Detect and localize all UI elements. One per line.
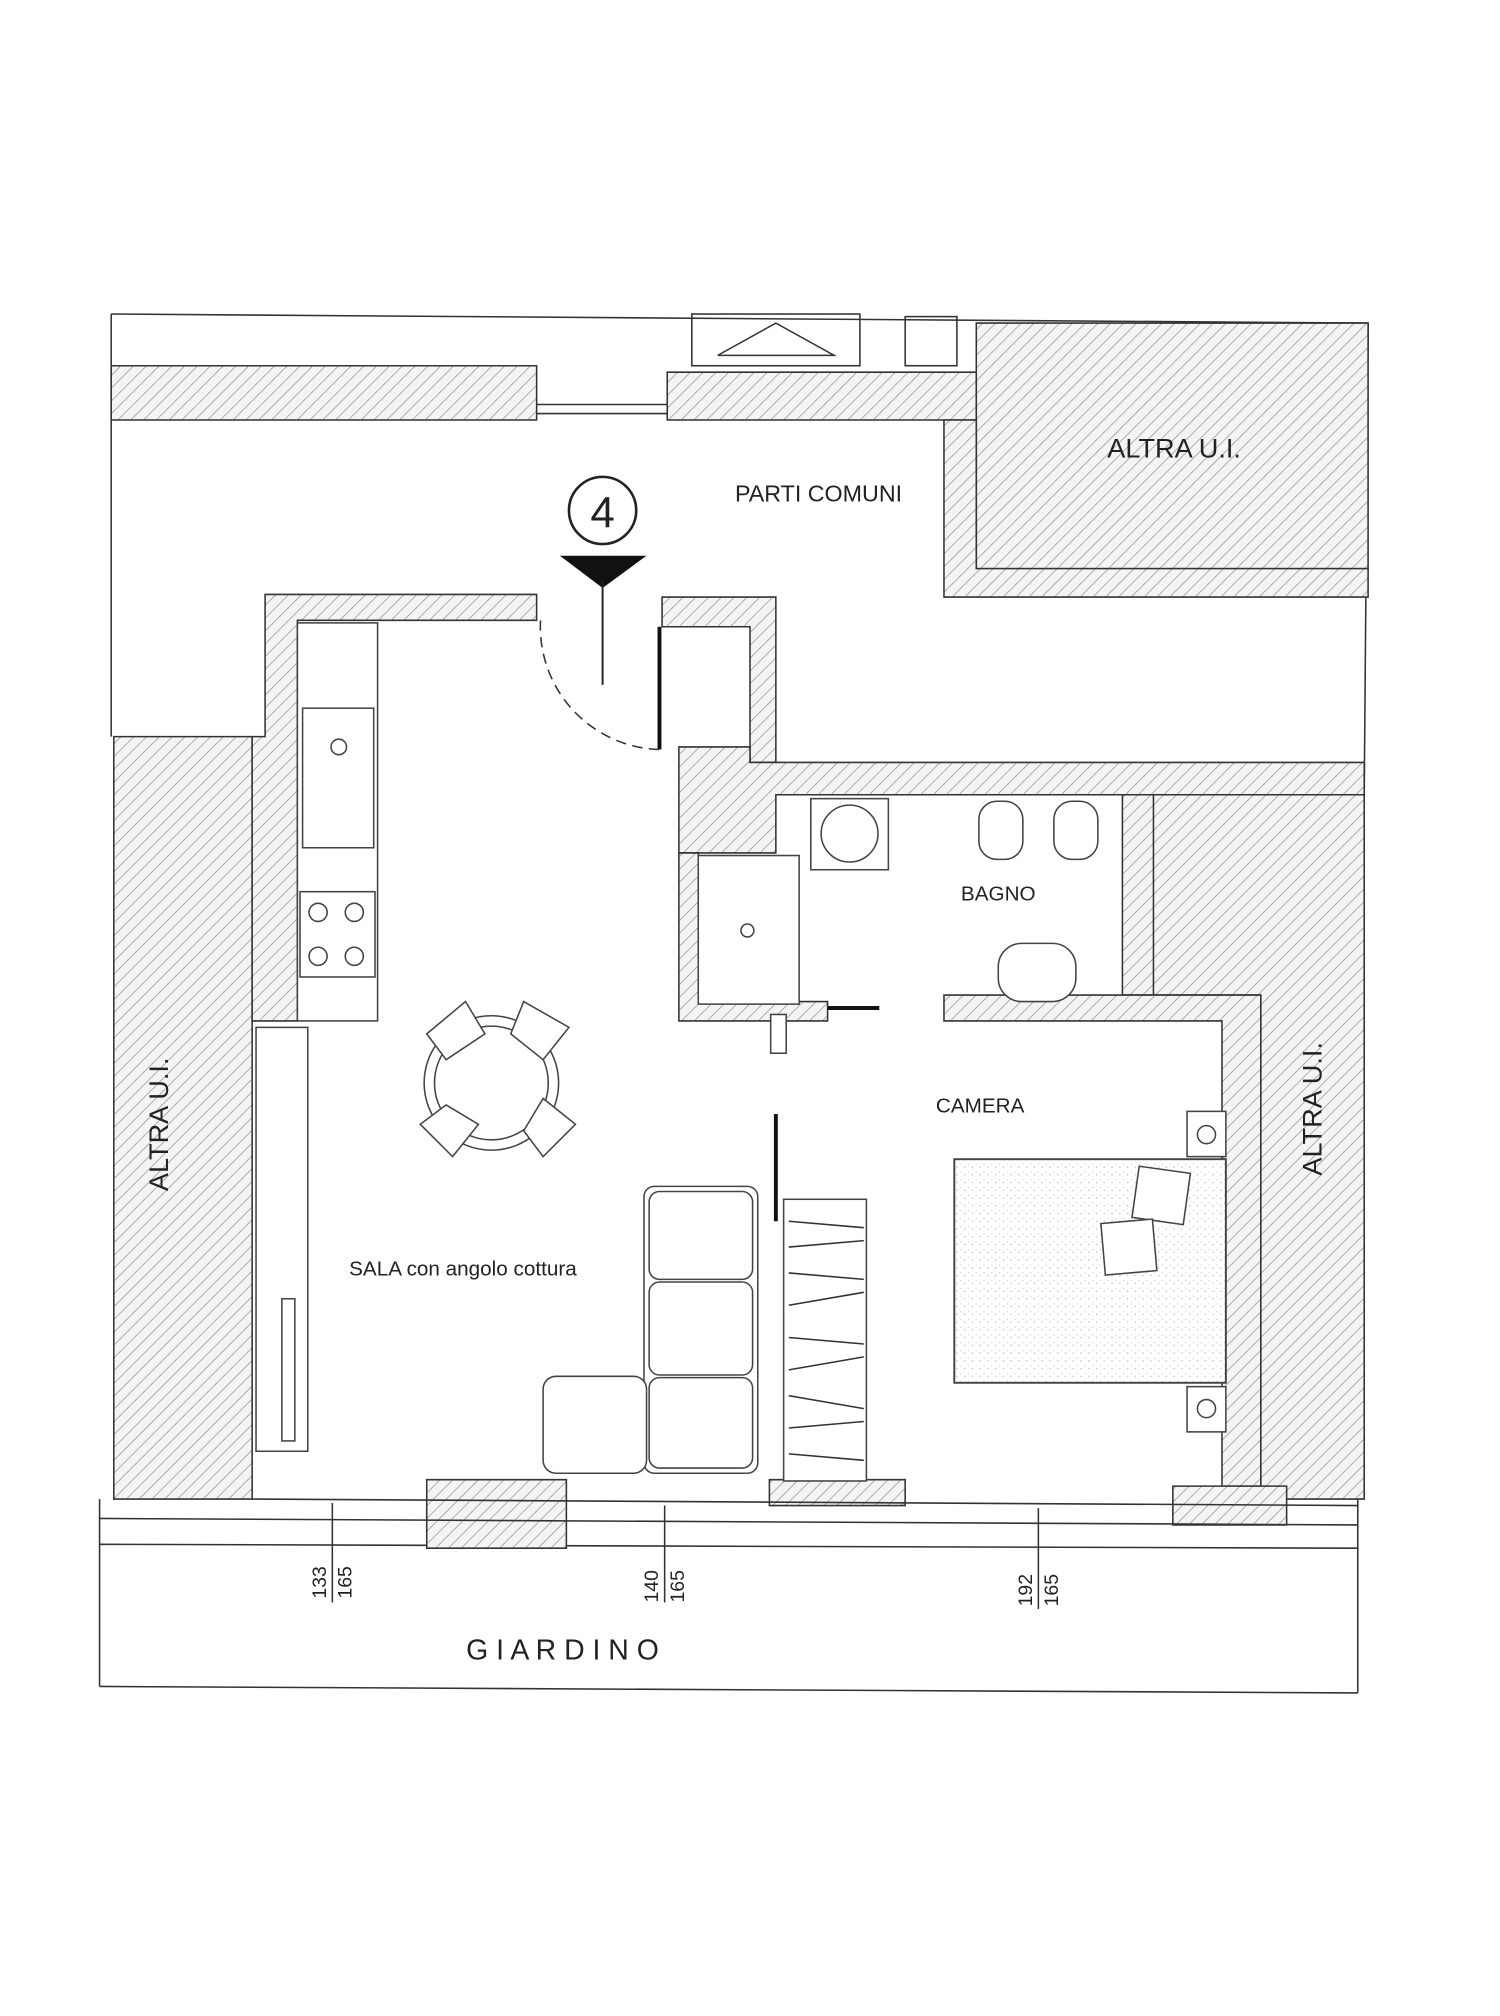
cabinet: [255, 1026, 309, 1453]
washbasin: [997, 942, 1077, 1003]
svg-text:192: 192: [1015, 1574, 1037, 1606]
window-dimension: 140 165: [641, 1505, 689, 1603]
svg-text:165: 165: [1041, 1574, 1063, 1606]
bathroom-fixtures: [697, 797, 1099, 1005]
nightstand: [1186, 1385, 1227, 1433]
dining-table: [419, 1000, 577, 1158]
label-common-areas: PARTI COMUNI: [735, 480, 902, 506]
window-dimension: 133 165: [309, 1502, 357, 1603]
label-other-unit-left: ALTRA U.I.: [143, 1058, 174, 1192]
wardrobe: [782, 1198, 868, 1482]
entrance-door[interactable]: [539, 620, 662, 751]
label-bathroom: BAGNO: [961, 883, 1036, 906]
label-garden: G I A R D I N O: [466, 1634, 659, 1666]
arrow-down-icon: [559, 555, 647, 588]
sofa: [542, 1185, 759, 1475]
sink: [301, 707, 375, 849]
label-other-unit-top: ALTRA U.I.: [1107, 432, 1241, 463]
label-bedroom: CAMERA: [936, 1095, 1025, 1118]
label-living-room: SALA con angolo cottura: [349, 1258, 577, 1281]
kitchen-counter: [296, 622, 379, 1022]
walls: [99, 322, 1369, 1549]
svg-text:140: 140: [641, 1570, 663, 1603]
entrance-marker: 4: [559, 475, 647, 685]
toilet: [1053, 800, 1099, 861]
window-dimension: 192 165: [1015, 1508, 1063, 1609]
bidet: [978, 800, 1024, 861]
svg-text:165: 165: [667, 1570, 689, 1602]
stove: [299, 890, 376, 978]
shaft: [691, 313, 958, 367]
svg-text:133: 133: [309, 1566, 331, 1598]
label-other-unit-right: ALTRA U.I.: [1297, 1042, 1328, 1176]
svg-text:165: 165: [335, 1566, 357, 1598]
bed: [953, 1110, 1227, 1433]
entrance-number: 4: [590, 488, 614, 537]
